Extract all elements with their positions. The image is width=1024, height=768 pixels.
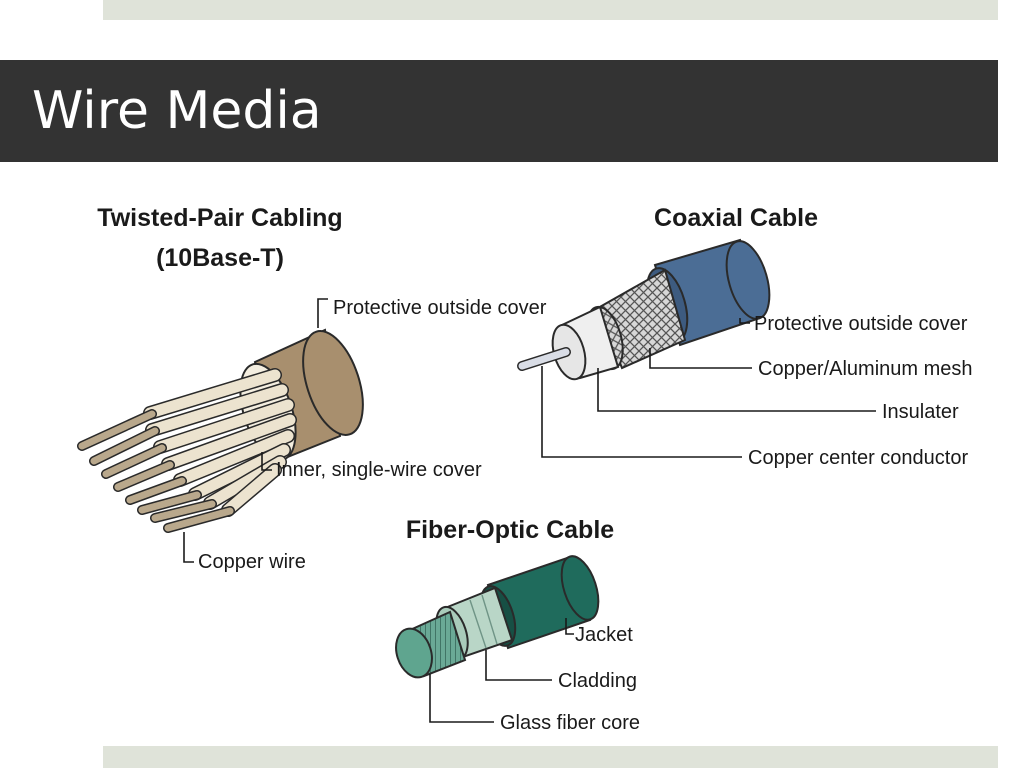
fiber-illustration — [395, 555, 600, 679]
coaxial-heading: Coaxial Cable — [654, 204, 818, 232]
label-coax-conductor: Copper center conductor — [748, 447, 968, 469]
top-decor-bar — [103, 0, 998, 20]
fiber-core — [395, 627, 433, 679]
twisted-pair-copper-wires — [77, 409, 235, 533]
label-coax-insulator: Insulater — [882, 401, 959, 423]
label-coax-cover: Protective outside cover — [754, 313, 968, 335]
fiber-heading: Fiber-Optic Cable — [406, 516, 614, 544]
label-fiber-core: Glass fiber core — [500, 712, 640, 734]
fiber-section: Fiber-Optic Cable — [395, 516, 640, 734]
label-tp-cover: Protective outside cover — [333, 297, 547, 319]
twisted-pair-heading-line1: Twisted-Pair Cabling — [97, 204, 342, 232]
label-tp-inner: Inner, single-wire cover — [276, 459, 482, 481]
leader-fiber-jacket — [565, 618, 574, 635]
coaxial-illustration — [517, 238, 771, 381]
title-band — [0, 60, 998, 162]
coaxial-section: Coaxial Cable — [517, 204, 973, 469]
leader-tp-cover — [317, 298, 328, 328]
bottom-decor-bar — [103, 746, 998, 768]
twisted-pair-wire-covers — [143, 368, 297, 517]
leader-coax-cover — [739, 318, 750, 324]
twisted-pair-illustration — [77, 328, 364, 533]
leader-fiber-cladding — [485, 650, 552, 681]
leader-fiber-core — [429, 674, 494, 723]
coax-conductor — [517, 347, 571, 371]
leader-tp-inner — [261, 452, 272, 471]
twisted-pair-heading-line2: (10Base-T) — [156, 244, 284, 272]
label-fiber-cladding: Cladding — [558, 670, 637, 692]
coax-insulator — [551, 305, 620, 381]
label-coax-mesh: Copper/Aluminum mesh — [758, 358, 973, 380]
leader-coax-conductor — [541, 366, 742, 458]
label-tp-copper: Copper wire — [198, 551, 306, 573]
slide-title: Wire Media — [32, 81, 322, 141]
label-fiber-jacket: Jacket — [575, 624, 633, 646]
leader-tp-copper — [183, 532, 194, 563]
twisted-pair-section: Twisted-Pair Cabling (10Base-T) — [77, 204, 547, 573]
leader-coax-mesh — [649, 348, 752, 369]
leader-coax-insulator — [597, 368, 876, 412]
